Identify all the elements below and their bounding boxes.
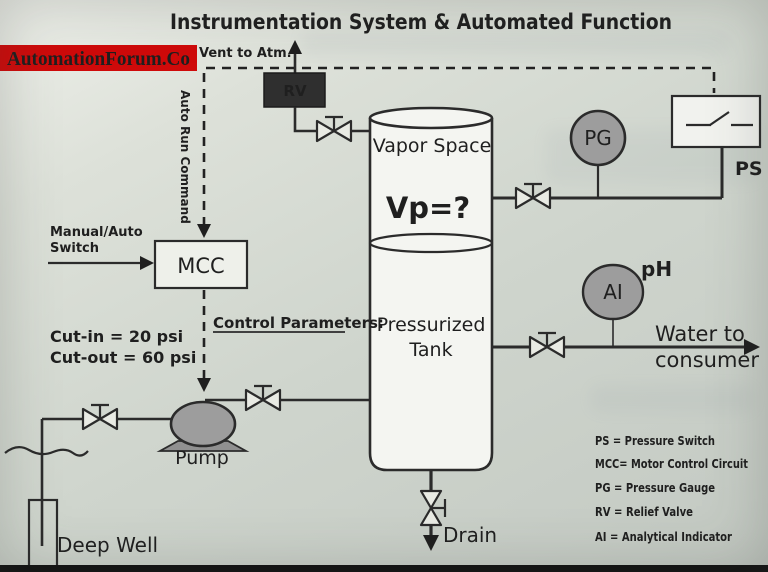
water-consumer-line1: Water to — [655, 322, 745, 346]
analytical-indicator-label: AI — [603, 280, 623, 304]
manual-auto-label-line2: Switch — [50, 241, 99, 256]
pump-label: Pump — [175, 447, 229, 469]
valve-icon — [81, 403, 119, 431]
brand-banner: AutomationForum.Co — [0, 45, 197, 71]
vent-label: Vent to Atm. — [199, 46, 292, 61]
pressurized-tank: Vapor Space Vp=? Pressurized Tank — [368, 106, 494, 472]
bottom-black-bar — [0, 565, 768, 572]
water-consumer-line2: consumer — [655, 348, 759, 372]
brand-banner-bg — [0, 45, 197, 71]
tank-body — [368, 118, 494, 472]
water-surface-line — [4, 446, 89, 457]
pressure-switch-label: PS — [735, 158, 763, 180]
legend-item: PG = Pressure Gauge — [595, 481, 715, 495]
pressure-gauge — [569, 109, 627, 167]
vapor-pressure-label: Vp=? — [386, 191, 470, 225]
vent-arrowhead — [288, 40, 302, 54]
water-arrowhead — [744, 339, 760, 355]
ph-label: pH — [641, 257, 672, 281]
vapor-space-label: Vapor Space — [373, 135, 492, 157]
arrowhead-into-pump — [197, 378, 211, 392]
valve-icon — [528, 331, 566, 359]
tank-label-line1: Pressurized — [377, 314, 486, 336]
switch-lever-icon — [709, 111, 730, 126]
valve-icon — [514, 182, 552, 210]
arrowhead-into-mcc-left — [140, 256, 154, 270]
tank-top — [368, 106, 494, 130]
signal-line-auto-run — [202, 66, 716, 226]
auto-run-command-label: Auto Run Command — [178, 90, 192, 224]
arrowhead-into-mcc — [197, 224, 211, 238]
motor-control-circuit: MCC — [153, 239, 249, 290]
mcc-box — [153, 239, 249, 290]
tank-label-line2: Tank — [408, 339, 452, 361]
legend-item: RV = Relief Valve — [595, 505, 693, 519]
brand-banner-text: AutomationForum.Co — [7, 48, 190, 70]
pressure-switch: PS — [670, 94, 763, 198]
valve-icon — [315, 115, 353, 143]
valve-icon — [419, 489, 447, 527]
legend-item: MCC= Motor Control Circuit — [595, 457, 748, 471]
cut-out-value: Cut-out = 60 psi — [50, 348, 196, 367]
mcc-label: MCC — [177, 254, 224, 278]
tank-liquid-level — [368, 232, 494, 254]
manual-auto-label-line1: Manual/Auto — [50, 225, 143, 240]
deep-well-label: Deep Well — [57, 533, 158, 557]
rv-vent-pipe — [293, 107, 370, 133]
relief-valve-label: RV — [283, 82, 307, 100]
pressure-gauge-label: PG — [584, 126, 612, 150]
drain-label: Drain — [443, 523, 497, 547]
cut-in-value: Cut-in = 20 psi — [50, 327, 183, 346]
drain-arrowhead — [423, 535, 439, 551]
control-parameters-label: Control Parameters: — [213, 314, 384, 332]
relief-valve-box — [263, 72, 326, 108]
valve-icon — [244, 384, 282, 412]
analytical-indicator — [581, 263, 645, 321]
page-title: Instrumentation System & Automated Funct… — [170, 10, 672, 34]
legend: PS = Pressure Switch MCC= Motor Control … — [595, 434, 748, 544]
legend-item: AI = Analytical Indicator — [595, 530, 732, 544]
legend-item: PS = Pressure Switch — [595, 434, 715, 448]
pump-icon — [169, 400, 237, 448]
